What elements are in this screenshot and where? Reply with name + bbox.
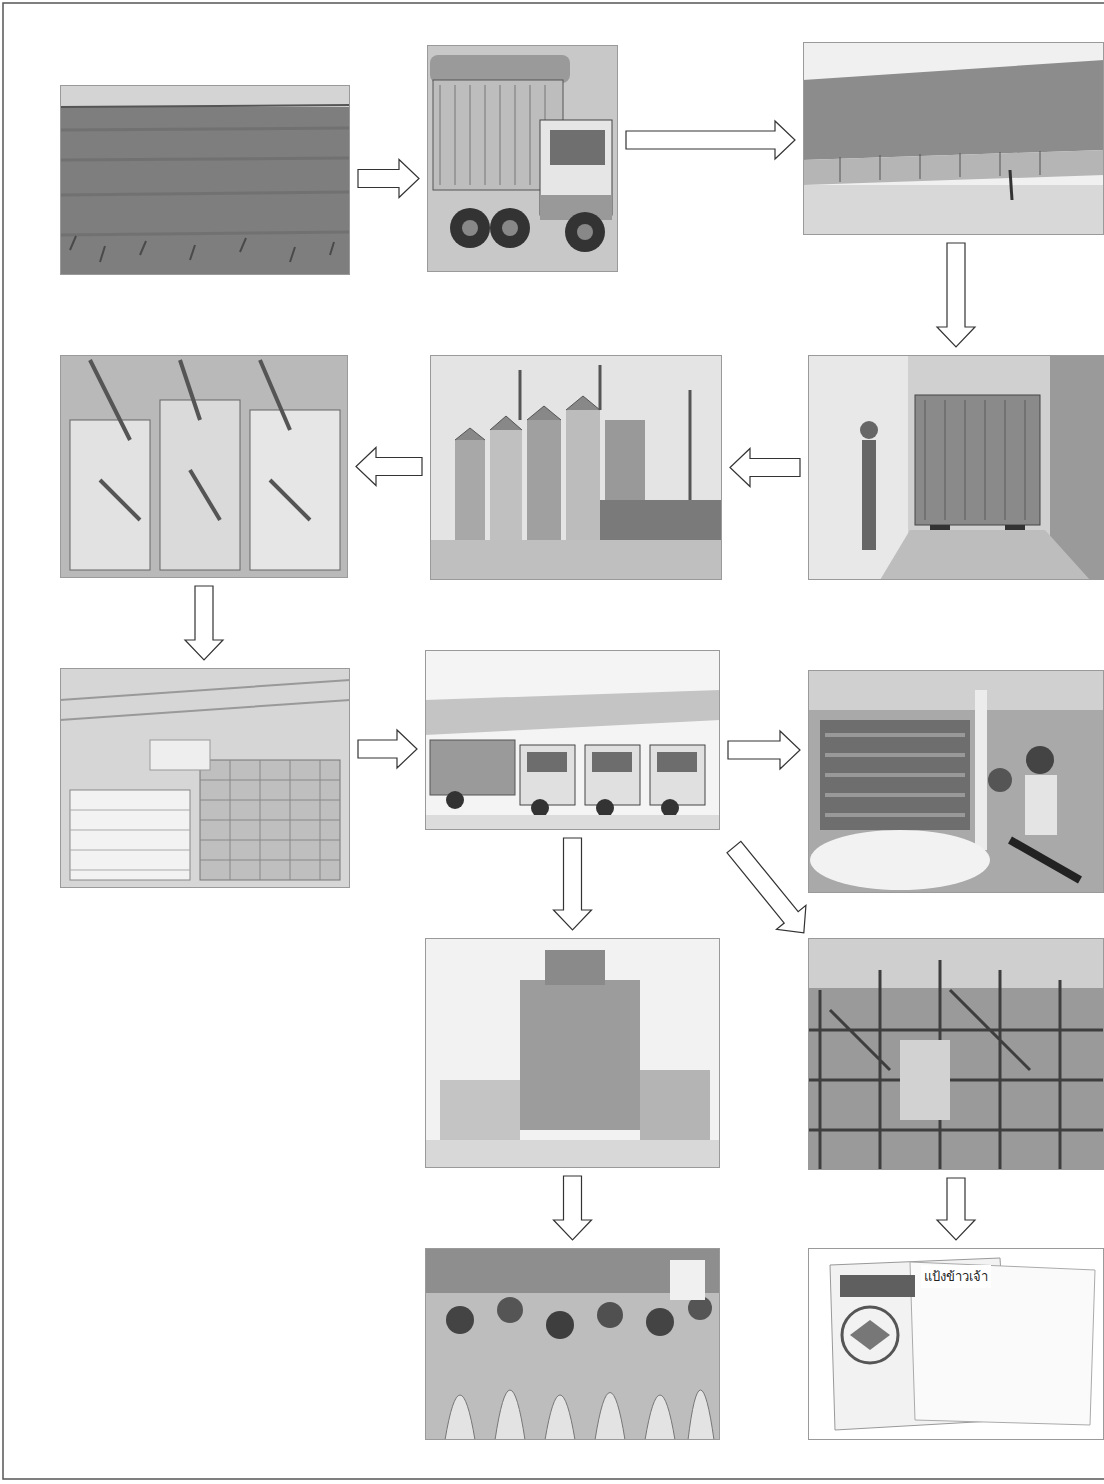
factory-photo	[425, 938, 720, 1168]
block-arrow	[626, 121, 795, 159]
photo-box	[430, 355, 722, 580]
crowd-photo	[425, 1248, 720, 1440]
bag-loading-photo	[808, 670, 1104, 893]
photo-box	[60, 668, 350, 888]
photo-box	[803, 42, 1104, 235]
photo-box	[808, 670, 1104, 893]
truck-photo	[427, 45, 618, 272]
photo-box	[60, 355, 348, 578]
block-arrow	[937, 243, 975, 347]
block-arrow	[185, 586, 223, 660]
block-arrow	[937, 1178, 975, 1240]
outer-frame	[3, 3, 1104, 1479]
processing-plant-photo	[808, 938, 1104, 1170]
unloading-photo	[808, 355, 1104, 580]
block-arrow	[730, 449, 800, 487]
photo-box	[425, 938, 720, 1168]
bag-storage-photo	[60, 668, 350, 888]
flour-package-photo	[808, 1248, 1104, 1440]
block-arrow	[554, 1176, 592, 1240]
block-arrow	[358, 160, 419, 198]
block-arrow	[358, 730, 417, 768]
rice-field-photo	[60, 85, 350, 275]
block-arrow	[728, 731, 800, 769]
photo-box	[425, 1248, 720, 1440]
block-arrow	[554, 838, 592, 930]
package-label: แป้งข้าวเจ้า	[921, 1265, 991, 1288]
milling-machine-photo	[60, 355, 348, 578]
photo-box	[808, 355, 1104, 580]
photo-box	[60, 85, 350, 275]
photo-box	[427, 45, 618, 272]
block-arrow	[356, 448, 422, 486]
truck-fleet-photo	[425, 650, 720, 830]
photo-box	[425, 650, 720, 830]
warehouse-photo	[803, 42, 1104, 235]
silo-photo	[430, 355, 722, 580]
photo-box: แป้งข้าวเจ้า	[808, 1248, 1104, 1440]
photo-box	[808, 938, 1104, 1170]
block-arrow	[727, 841, 806, 933]
